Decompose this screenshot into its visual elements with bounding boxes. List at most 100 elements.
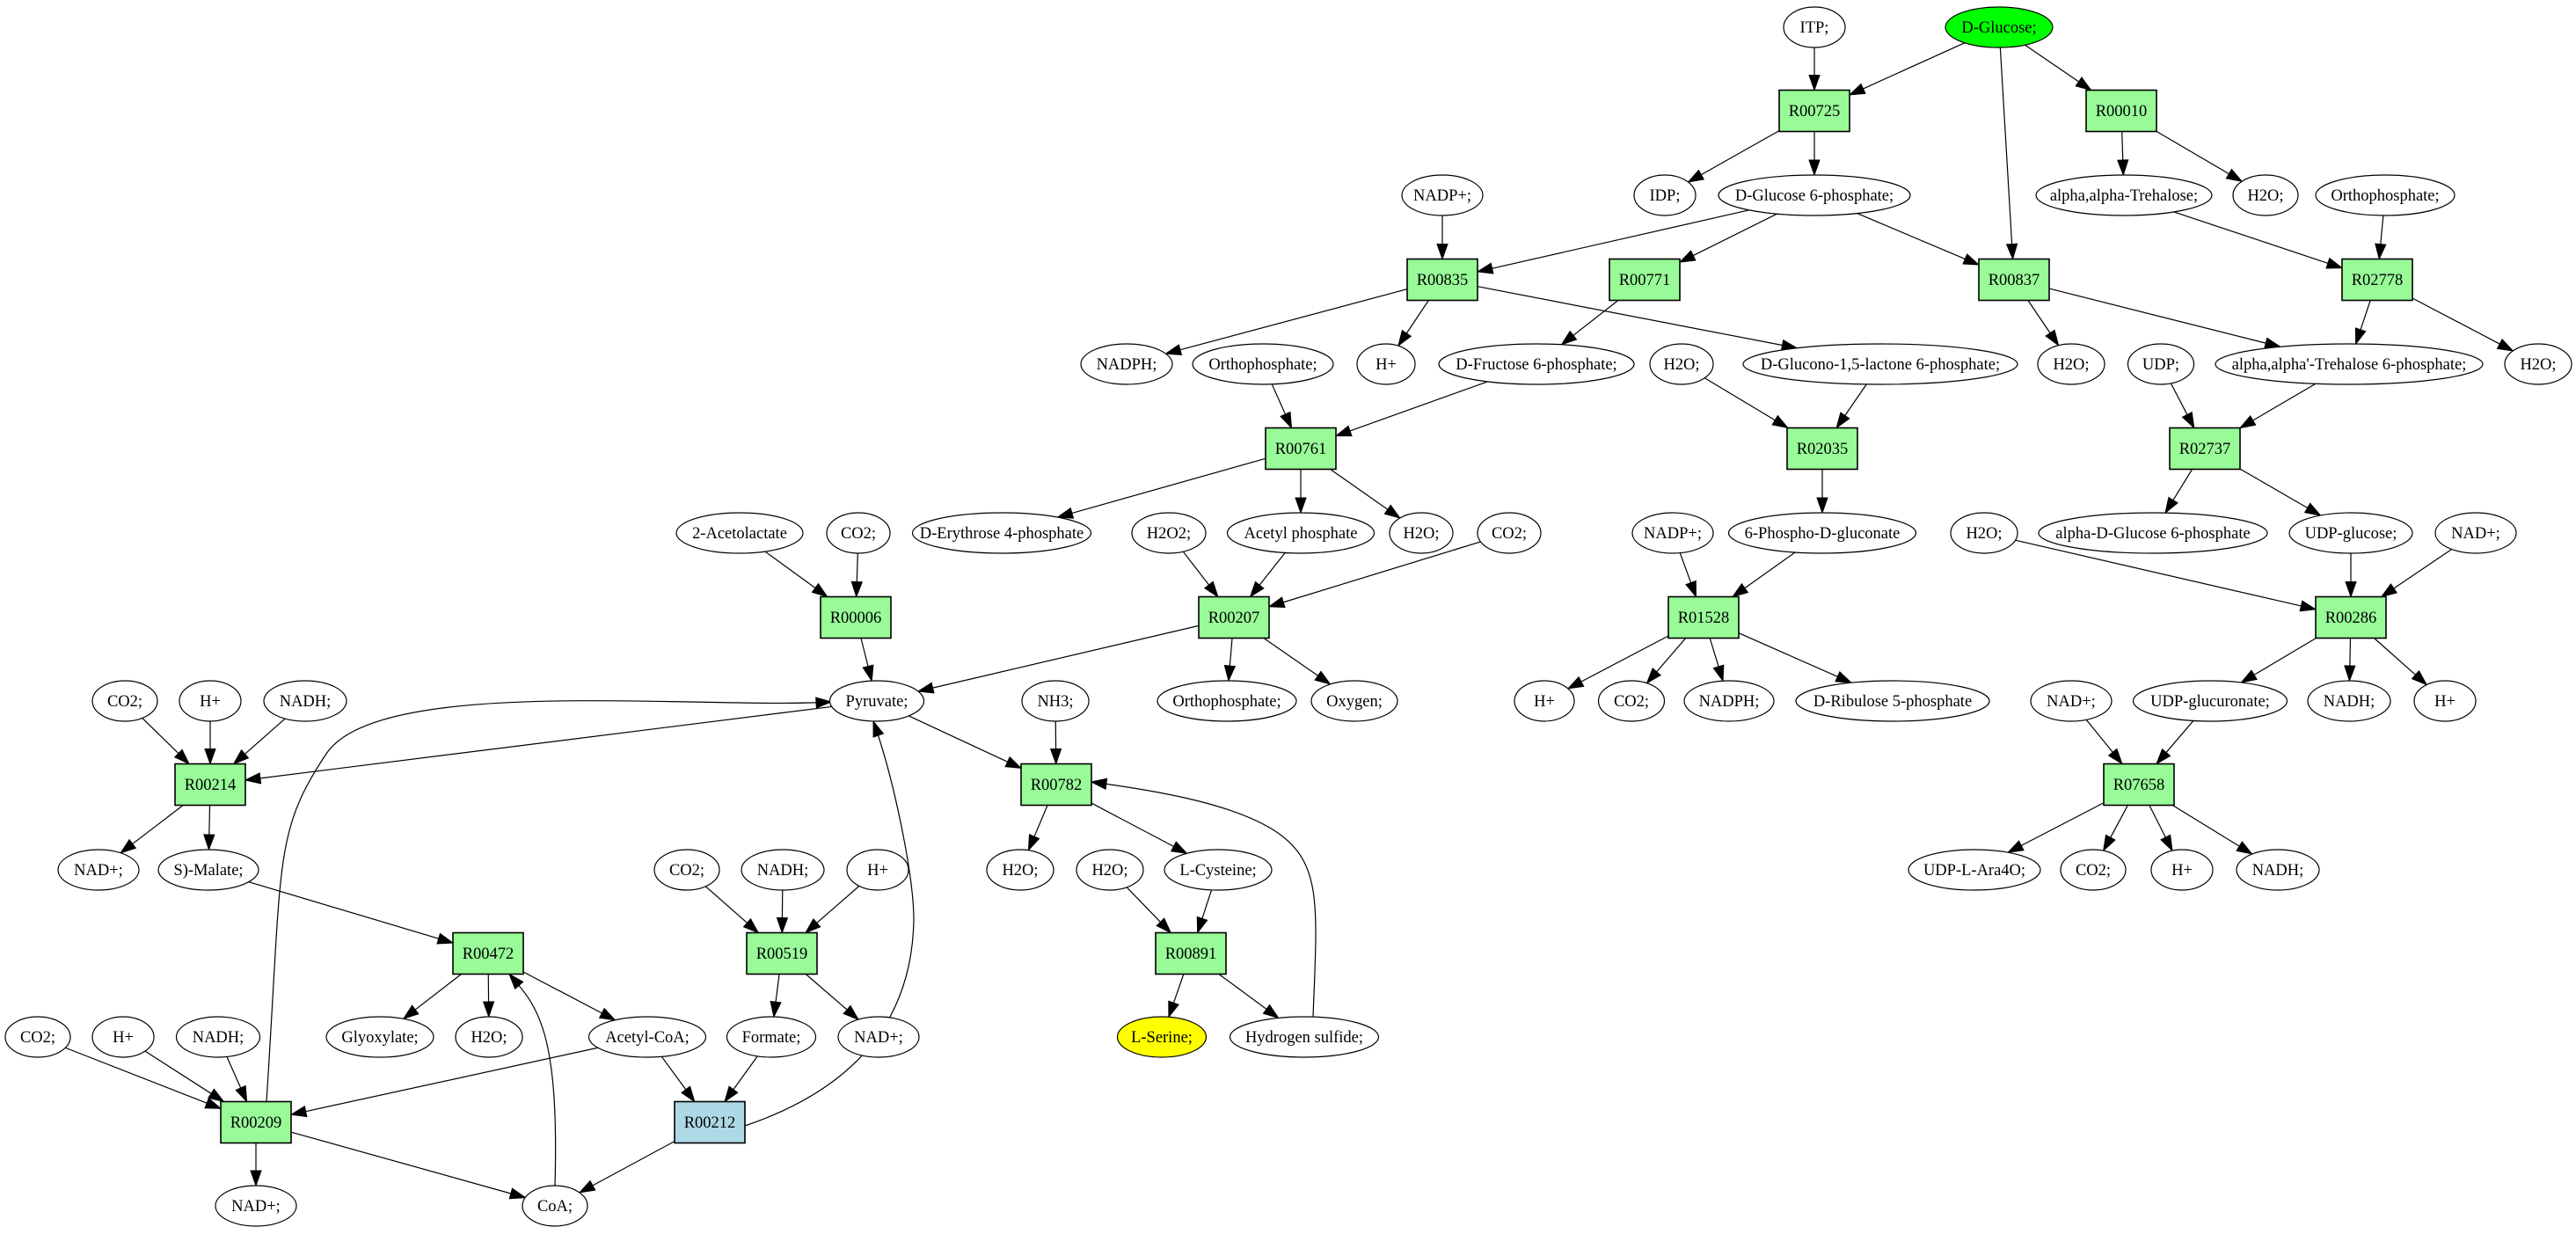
- reaction-node-r_00761[interactable]: R00761: [1265, 427, 1337, 471]
- reaction-node-r_01528[interactable]: R01528: [1667, 595, 1740, 639]
- compound-node-c_ortho1[interactable]: Orthophosphate;: [2315, 174, 2456, 216]
- compound-node-c_nadp2[interactable]: NADP+;: [1631, 512, 1714, 554]
- compound-node-c_t6p[interactable]: alpha,alpha'-Trehalose 6-phosphate;: [2215, 343, 2484, 385]
- compound-node-c_cys[interactable]: L-Cysteine;: [1164, 849, 1273, 891]
- edge-c_pyruvate-to-r_00214: [244, 705, 832, 785]
- reaction-node-r_00286[interactable]: R00286: [2315, 595, 2387, 639]
- compound-node-c_glucose[interactable]: D-Glucose;: [1945, 6, 2054, 48]
- reaction-node-r_00891[interactable]: R00891: [1155, 931, 1227, 975]
- compound-node-c_ag6p[interactable]: alpha-D-Glucose 6-phosphate: [2038, 512, 2268, 554]
- edge-c_pyruvate-to-r_00782: [909, 715, 1023, 770]
- compound-node-c_h2o4[interactable]: H2O;: [2504, 343, 2572, 385]
- compound-node-c_nadh3[interactable]: NADH;: [741, 849, 825, 891]
- reaction-node-r_00771[interactable]: R00771: [1609, 258, 1681, 302]
- compound-node-c_nadh2[interactable]: NADH;: [2307, 680, 2391, 722]
- compound-node-c_trehalose[interactable]: alpha,alpha-Trehalose;: [2035, 174, 2213, 216]
- compound-node-c_6pg[interactable]: 6-Phospho-D-gluconate: [1727, 512, 1917, 554]
- reaction-node-r_00519[interactable]: R00519: [746, 931, 818, 975]
- compound-node-c_nadh5[interactable]: NADH;: [175, 1016, 261, 1058]
- compound-node-c_h2s[interactable]: Hydrogen sulfide;: [1229, 1016, 1380, 1058]
- compound-node-c_serine[interactable]: L-Serine;: [1116, 1016, 1208, 1058]
- compound-node-c_ortho2[interactable]: Orthophosphate;: [1192, 343, 1334, 385]
- compound-node-c_h2[interactable]: H+: [179, 680, 242, 722]
- compound-node-c_h2o5[interactable]: H2O;: [1389, 512, 1454, 554]
- node-label: D-Glucose 6-phosphate;: [1735, 187, 1894, 205]
- compound-node-c_nadph2[interactable]: NADPH;: [1683, 680, 1775, 722]
- compound-node-c_h2o2[interactable]: H2O;: [1649, 343, 1714, 385]
- compound-node-c_nad2[interactable]: NAD+;: [2030, 680, 2113, 722]
- compound-node-c_nad3[interactable]: NAD+;: [57, 849, 140, 891]
- compound-node-c_nadh1[interactable]: NADH;: [263, 680, 347, 722]
- compound-node-c_ru5p[interactable]: D-Ribulose 5-phosphate: [1795, 680, 1990, 722]
- compound-node-c_h2o8[interactable]: H2O;: [1076, 849, 1144, 891]
- compound-node-c_itp[interactable]: ITP;: [1783, 6, 1846, 48]
- compound-node-c_h2o3[interactable]: H2O;: [2037, 343, 2105, 385]
- compound-node-c_co2_5[interactable]: CO2;: [653, 849, 720, 891]
- reaction-node-r_00472[interactable]: R00472: [452, 931, 524, 975]
- compound-node-c_acoa[interactable]: Acetyl-CoA;: [587, 1016, 707, 1058]
- compound-node-c_h4[interactable]: H+: [2413, 680, 2477, 722]
- reaction-node-r_00835[interactable]: R00835: [1406, 258, 1478, 302]
- reaction-node-r_00214[interactable]: R00214: [174, 763, 246, 807]
- reaction-node-r_02035[interactable]: R02035: [1786, 427, 1858, 471]
- reaction-node-r_00207[interactable]: R00207: [1198, 595, 1270, 639]
- compound-node-c_malate[interactable]: S)-Malate;: [157, 849, 259, 891]
- compound-node-c_nad5[interactable]: NAD+;: [215, 1185, 297, 1227]
- reaction-node-r_00006[interactable]: R00006: [820, 595, 892, 639]
- reaction-node-r_02778[interactable]: R02778: [2341, 258, 2413, 302]
- compound-node-c_h2o9[interactable]: H2O;: [455, 1016, 523, 1058]
- compound-node-c_ortho3[interactable]: Orthophosphate;: [1157, 680, 1297, 722]
- compound-node-c_glyox[interactable]: Glyoxylate;: [325, 1016, 434, 1058]
- compound-node-c_h2o2x[interactable]: H2O2;: [1131, 512, 1207, 554]
- reaction-node-r_00725[interactable]: R00725: [1778, 89, 1850, 133]
- reaction-node-r_02737[interactable]: R02737: [2169, 427, 2241, 471]
- compound-node-c_co2_3[interactable]: CO2;: [91, 680, 158, 722]
- compound-node-c_h7[interactable]: H+: [91, 1016, 155, 1058]
- compound-node-c_oxygen[interactable]: Oxygen;: [1310, 680, 1398, 722]
- compound-node-c_h1[interactable]: H+: [1356, 343, 1416, 385]
- compound-node-c_udp[interactable]: UDP;: [2127, 343, 2195, 385]
- compound-node-c_f6p[interactable]: D-Fructose 6-phosphate;: [1438, 343, 1635, 385]
- compound-node-c_nh3[interactable]: NH3;: [1021, 680, 1090, 722]
- compound-node-c_h6[interactable]: H+: [2150, 849, 2214, 891]
- compound-node-c_udpglc[interactable]: UDP-glucose;: [2288, 512, 2413, 554]
- reaction-node-r_00837[interactable]: R00837: [1978, 258, 2050, 302]
- compound-node-c_h5[interactable]: H+: [846, 849, 909, 891]
- compound-node-c_e4p[interactable]: D-Erythrose 4-phosphate: [911, 512, 1092, 554]
- arrowhead: [1262, 1004, 1280, 1019]
- compound-node-c_co2_7[interactable]: CO2;: [4, 1016, 71, 1058]
- node-label: H2O;: [471, 1029, 507, 1047]
- compound-node-c_nad4[interactable]: NAD+;: [837, 1016, 920, 1058]
- reaction-node-r_00212[interactable]: R00212: [674, 1100, 746, 1144]
- compound-node-c_nadh4[interactable]: NADH;: [2236, 849, 2320, 891]
- reaction-node-r_00010[interactable]: R00010: [2085, 89, 2157, 133]
- edge-line: [1182, 551, 1209, 586]
- compound-node-c_co2_2[interactable]: CO2;: [1477, 512, 1542, 554]
- compound-node-c_coa[interactable]: CoA;: [522, 1185, 588, 1227]
- compound-node-c_nadph1[interactable]: NADPH;: [1080, 343, 1173, 385]
- compound-node-c_co2_6[interactable]: CO2;: [2060, 849, 2127, 891]
- compound-node-c_acetolactate[interactable]: 2-Acetolactate: [675, 512, 804, 554]
- compound-node-c_co2_1[interactable]: CO2;: [826, 512, 891, 554]
- compound-node-c_udpara[interactable]: UDP-L-Ara4O;: [1908, 849, 2041, 891]
- reaction-node-r_07658[interactable]: R07658: [2103, 763, 2175, 807]
- compound-node-c_nadp1[interactable]: NADP+;: [1401, 174, 1484, 216]
- reaction-node-r_00209[interactable]: R00209: [220, 1100, 292, 1144]
- compound-node-c_nad1[interactable]: NAD+;: [2434, 512, 2517, 554]
- compound-node-c_co2_4[interactable]: CO2;: [1597, 680, 1666, 722]
- compound-node-c_h3[interactable]: H+: [1514, 680, 1575, 722]
- reaction-node-r_00782[interactable]: R00782: [1020, 763, 1092, 807]
- compound-node-c_formate[interactable]: Formate;: [726, 1016, 817, 1058]
- compound-node-c_g6p[interactable]: D-Glucose 6-phosphate;: [1718, 174, 1911, 216]
- compound-node-c_h2o7[interactable]: H2O;: [986, 849, 1054, 891]
- compound-node-c_acetylp[interactable]: Acetyl phosphate: [1226, 512, 1376, 554]
- edge-line: [1844, 383, 1867, 416]
- compound-node-c_pyruvate[interactable]: Pyruvate;: [828, 680, 925, 722]
- compound-node-c_h2o1[interactable]: H2O;: [2232, 174, 2299, 216]
- compound-node-c_udpglca[interactable]: UDP-glucuronate;: [2132, 680, 2288, 722]
- compound-node-c_h2o6[interactable]: H2O;: [1950, 512, 2018, 554]
- node-label: H2O;: [1663, 356, 1699, 374]
- compound-node-c_glucono[interactable]: D-Glucono-1,5-lactone 6-phosphate;: [1742, 343, 2018, 385]
- compound-node-c_idp[interactable]: IDP;: [1633, 174, 1697, 216]
- node-label: UDP-glucose;: [2305, 525, 2397, 543]
